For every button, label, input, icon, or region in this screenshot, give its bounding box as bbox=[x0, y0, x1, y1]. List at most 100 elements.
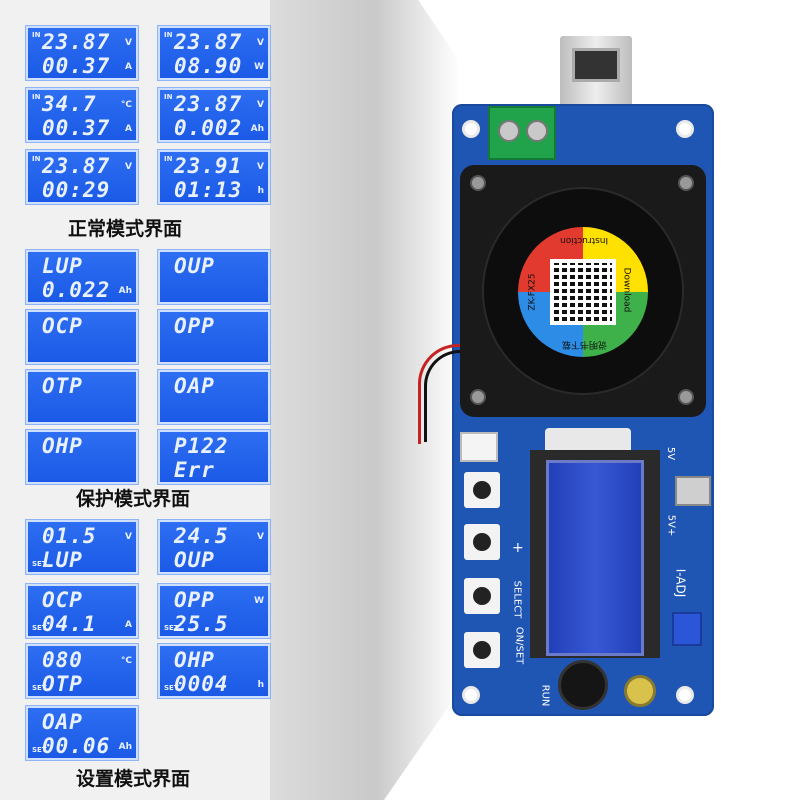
lcd-l1-text: OUP bbox=[174, 254, 215, 278]
lcd-l1-text: P122 bbox=[174, 434, 229, 458]
current-adjust-pot[interactable] bbox=[672, 612, 702, 646]
lcd-u2-text: W bbox=[254, 62, 264, 72]
caption-protect-mode: 保护模式界面 bbox=[76, 488, 191, 510]
lcd-tag-text: SET bbox=[32, 684, 47, 692]
lcd-u2-text: h bbox=[257, 186, 264, 196]
lcd-l1-text: OAP bbox=[42, 710, 83, 734]
select-button[interactable] bbox=[464, 578, 500, 614]
qr-code-icon bbox=[554, 263, 612, 321]
lcd-tag-text: SET bbox=[164, 624, 179, 632]
lcd-l2-text: Err bbox=[174, 458, 215, 482]
board-button-1[interactable] bbox=[464, 472, 500, 508]
on-set-button[interactable] bbox=[464, 632, 500, 668]
silk-on-set: ON/SET bbox=[513, 626, 525, 665]
fan-connector bbox=[460, 432, 498, 462]
label-instruction-text: Instruction bbox=[560, 235, 609, 245]
silk-5v-plus: 5V+ bbox=[665, 514, 677, 537]
board-button-2[interactable] bbox=[464, 524, 500, 560]
lcd-u1-text: °C bbox=[120, 656, 132, 666]
silk-select: SELECT bbox=[511, 580, 523, 619]
lcd-l1-text: LUP bbox=[42, 254, 83, 278]
lcd-l2-text: 00.06 bbox=[42, 734, 111, 758]
lcd-l2-text: 0.002 bbox=[174, 116, 243, 140]
silk-5v: 5V bbox=[665, 446, 677, 461]
lcd-l2-text: 00.37 bbox=[42, 54, 111, 78]
lcd-display bbox=[546, 460, 644, 656]
lcd-u1-text: V bbox=[257, 532, 264, 542]
lcd-l2-text: 0.022 bbox=[42, 278, 111, 302]
lcd-screen: OTP bbox=[26, 370, 138, 424]
lcd-u2-text: Ah bbox=[250, 124, 264, 134]
lcd-screen: OCP bbox=[26, 310, 138, 364]
lcd-l2-text: 01:13 bbox=[174, 178, 243, 202]
lcd-l1-text: 24.5 bbox=[174, 524, 229, 548]
lcd-u1-text: V bbox=[125, 532, 132, 542]
screw-terminal bbox=[488, 106, 556, 160]
lcd-u1-text: V bbox=[125, 38, 132, 48]
silk-plus: + bbox=[512, 540, 524, 556]
lcd-l1-text: 01.5 bbox=[42, 524, 97, 548]
lcd-l2-text: 0004 bbox=[174, 672, 229, 696]
lcd-l1-text: OAP bbox=[174, 374, 215, 398]
lcd-tag-text: IN bbox=[32, 155, 41, 163]
lcd-u2-text: A bbox=[125, 62, 132, 72]
lcd-l1-text: 23.87 bbox=[42, 30, 111, 54]
lcd-l1-text: 34.7 bbox=[42, 92, 97, 116]
lcd-tag-text: SET bbox=[164, 684, 179, 692]
capacitor bbox=[624, 675, 656, 707]
lcd-l2-text: 00:29 bbox=[42, 178, 111, 202]
lcd-u2-text: A bbox=[125, 620, 132, 630]
lcd-l1-text: OTP bbox=[42, 374, 83, 398]
lcd-l1-text: OCP bbox=[42, 314, 83, 338]
lcd-tag-text: IN bbox=[164, 93, 173, 101]
lcd-l2-text: 04.1 bbox=[42, 612, 97, 636]
lcd-l1-text: 080 bbox=[42, 648, 83, 672]
lcd-screen: OPP bbox=[158, 310, 270, 364]
micro-usb-port bbox=[675, 476, 711, 506]
lcd-tag-text: SET bbox=[32, 624, 47, 632]
label-model-text: ZK-FX25 bbox=[527, 273, 538, 311]
lcd-u2-text: Ah bbox=[118, 286, 132, 296]
lcd-u1-text: V bbox=[125, 162, 132, 172]
lcd-u1-text: V bbox=[257, 100, 264, 110]
lcd-u1-text: V bbox=[257, 162, 264, 172]
lcd-l1-text: OPP bbox=[174, 588, 215, 612]
lcd-tag-text: IN bbox=[32, 93, 41, 101]
lcd-l1-text: 23.91 bbox=[174, 154, 243, 178]
lcd-l2-text: 25.5 bbox=[174, 612, 229, 636]
lcd-l2-text: OUP bbox=[174, 548, 215, 572]
lcd-l1-text: 23.87 bbox=[42, 154, 111, 178]
lcd-screen: OUP bbox=[158, 250, 270, 304]
lcd-l2-text: LUP bbox=[42, 548, 83, 572]
label-manual-text: 说明书下载 bbox=[562, 339, 608, 349]
red-wire bbox=[418, 344, 488, 444]
lcd-l1-text: 23.87 bbox=[174, 92, 243, 116]
cooling-fan: Instruction Download ZK-FX25 说明书下载 bbox=[460, 165, 706, 417]
caption-normal-mode: 正常模式界面 bbox=[68, 218, 183, 240]
lcd-l1-text: OHP bbox=[42, 434, 83, 458]
lcd-tag-text: SET bbox=[32, 560, 47, 568]
lcd-l1-text: 23.87 bbox=[174, 30, 243, 54]
lcd-u1-text: V bbox=[257, 38, 264, 48]
lcd-l2-text: 08.90 bbox=[174, 54, 243, 78]
buzzer bbox=[558, 660, 608, 710]
black-wire bbox=[424, 350, 486, 442]
lcd-u1-text: °C bbox=[120, 100, 132, 110]
silk-run: RUN bbox=[539, 684, 551, 707]
lcd-u2-text: A bbox=[125, 124, 132, 134]
lcd-u2-text: Ah bbox=[118, 742, 132, 752]
caption-setting-mode: 设置模式界面 bbox=[76, 768, 191, 790]
